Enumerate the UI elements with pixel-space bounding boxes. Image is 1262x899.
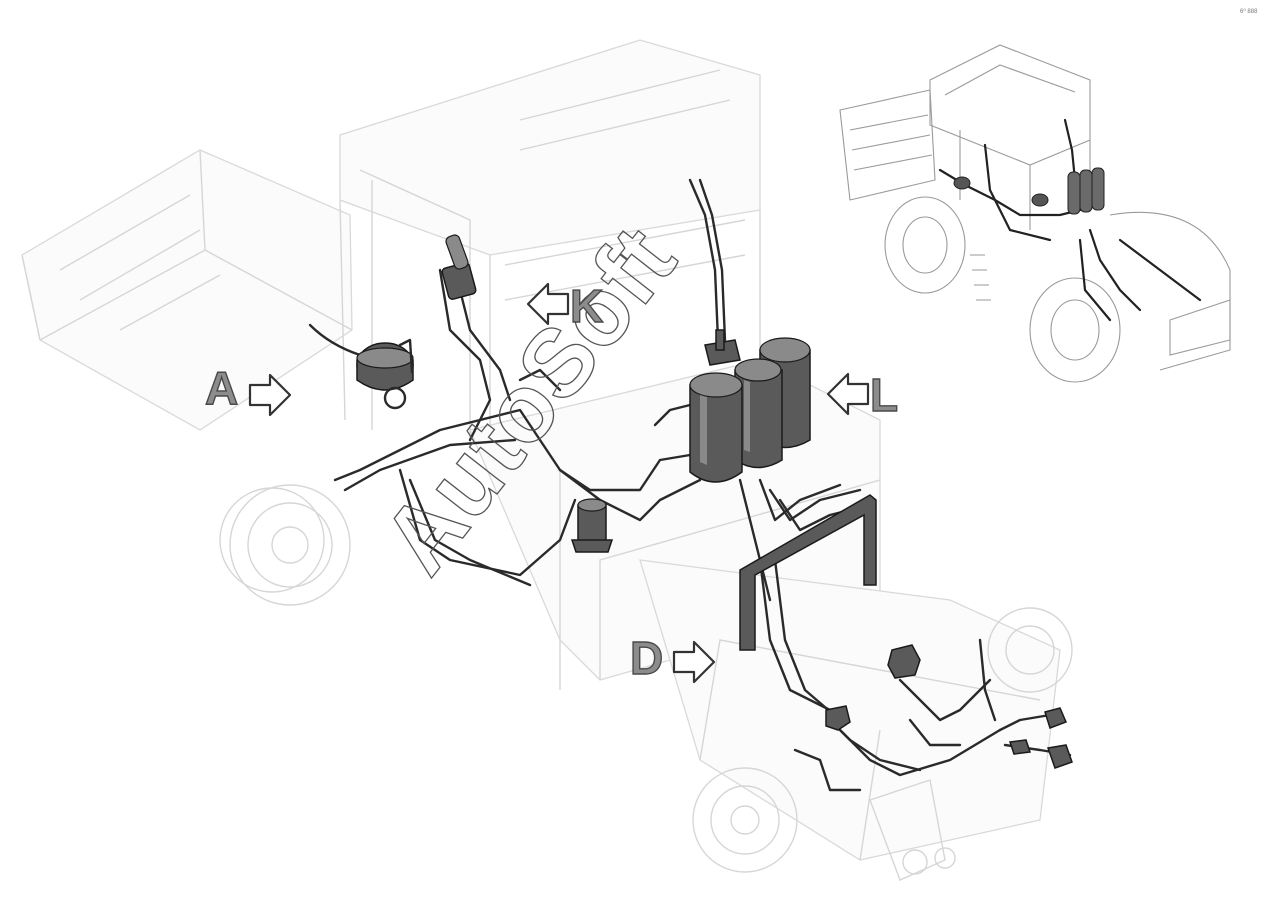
callout-A-arrow-icon: [248, 373, 292, 417]
tractor-inset-thumbnail: [839, 44, 1231, 383]
mounting-bracket: [739, 494, 877, 651]
callout-D-label: D: [630, 632, 663, 684]
callout-K-label: K: [570, 280, 603, 332]
air-dryer-unit: [356, 338, 414, 410]
corner-code: 6⁰ 888: [1240, 8, 1258, 15]
callout-K-arrow-icon: [526, 282, 570, 326]
callout-L-arrow-icon: [826, 372, 870, 416]
air-tank-group: [689, 329, 811, 483]
rear-valves: [825, 644, 1073, 769]
callout-L-label: L: [870, 369, 898, 421]
small-reservoir: [570, 498, 614, 553]
callout-D-arrow-icon: [672, 640, 716, 684]
callout-K[interactable]: K: [526, 279, 604, 333]
callout-D[interactable]: D: [629, 631, 716, 685]
callout-L[interactable]: L: [826, 368, 899, 422]
callout-A-label: A: [205, 362, 238, 414]
callout-A[interactable]: A: [204, 361, 292, 417]
brake-valve-unit: [441, 234, 477, 300]
